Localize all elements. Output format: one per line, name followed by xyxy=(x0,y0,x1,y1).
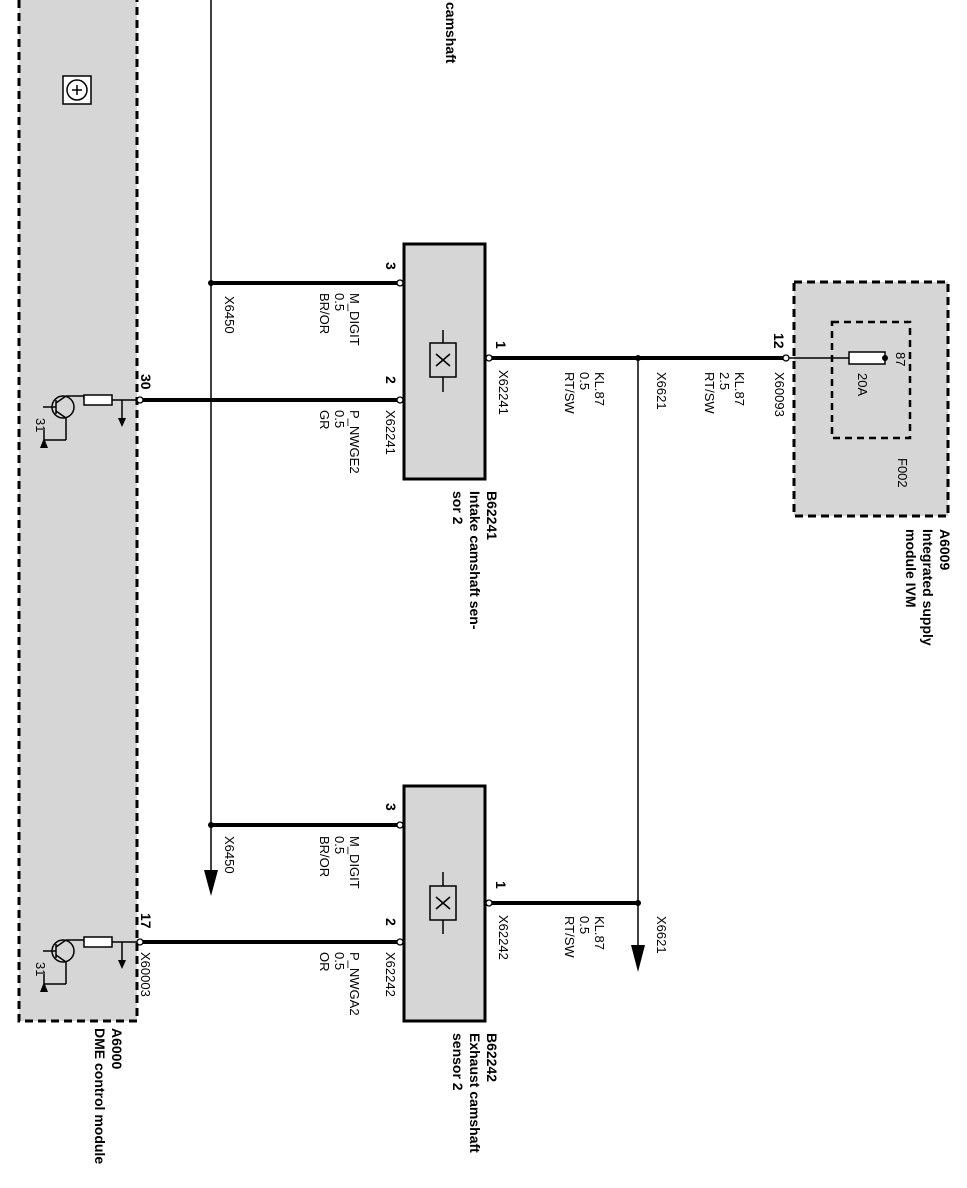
intake-connector-power: X62241 xyxy=(496,370,511,415)
sensor-symbol-icon-exhaust xyxy=(429,872,457,934)
ivm-pin-12: 12 xyxy=(771,333,787,349)
exhaust-pin3-connector xyxy=(396,821,404,829)
intake-connector-signal: X62241 xyxy=(383,410,398,455)
fuse-icon xyxy=(785,351,888,365)
ground-label-top: 31 xyxy=(33,418,48,432)
exhaust-mdigit-size: 0.5 xyxy=(332,836,347,854)
ivm-name-2: module IVM xyxy=(903,529,919,608)
exhaust-pin3: 3 xyxy=(383,803,399,811)
exhaust-pnwga2-size: 0.5 xyxy=(332,952,347,970)
exhaust-mdigit-color: BR/OR xyxy=(317,836,332,877)
intake-pnwge2-color: GR xyxy=(317,410,332,430)
intake-pnwge2-signal: P_NWGE2 xyxy=(347,410,362,474)
exhaust-pin2-connector xyxy=(396,938,404,946)
transistor-icon-bottom xyxy=(40,936,140,992)
ivm-id: A6009 xyxy=(937,529,953,570)
ground-arrow-icon xyxy=(204,870,218,896)
intake-kl87-signal: KL.87 xyxy=(592,372,607,406)
intake-sensor-id: B62241 xyxy=(484,491,500,540)
intake-mdigit-size: 0.5 xyxy=(332,293,347,311)
fuse-term: 87 xyxy=(893,352,908,366)
exhaust-mdigit-signal: M_DIGIT xyxy=(347,836,362,889)
fuse-rating: 20A xyxy=(855,373,870,396)
ivm-pin12-connector xyxy=(782,354,790,362)
dme-pin30-connector xyxy=(136,396,144,404)
sensor-symbol-icon-intake xyxy=(429,330,457,392)
dme-pin-17: 17 xyxy=(138,913,154,929)
intake-sensor-name-2: sor 2 xyxy=(450,491,466,525)
ivm-name-1: Integrated supply xyxy=(920,529,936,646)
intake-pin2-connector xyxy=(396,396,404,404)
fuse-holder-box xyxy=(830,320,912,440)
transistor-icon-top xyxy=(40,394,140,448)
intake-sensor-name-1: Intake camshaft sen- xyxy=(467,491,483,630)
exhaust-pin1: 1 xyxy=(493,881,509,889)
fuse-id: F002 xyxy=(895,458,910,488)
intake-pin2: 2 xyxy=(383,376,399,384)
top-camshaft-label: camshaft xyxy=(443,2,459,64)
intake-mdigit-signal: M_DIGIT xyxy=(347,293,362,346)
ground-splice-label-bottom: X6450 xyxy=(222,836,237,874)
exhaust-pin2: 2 xyxy=(383,918,399,926)
power-splice-label-bottom: X6621 xyxy=(654,916,669,954)
exhaust-sensor-id: B62242 xyxy=(484,1033,500,1082)
dme-id-label: A6000 xyxy=(109,1028,125,1069)
dme-pin17-connector xyxy=(136,938,144,946)
exhaust-pin1-connector xyxy=(485,899,493,907)
dme-control-module-box xyxy=(17,0,139,1023)
intake-mdigit-color: BR/OR xyxy=(317,293,332,334)
intake-pin1-connector xyxy=(485,354,493,362)
intake-pin3: 3 xyxy=(383,262,399,270)
dme-connector-label: X60003 xyxy=(138,952,153,997)
intake-pin3-connector xyxy=(396,279,404,287)
exhaust-sensor-name-1: Exhaust camshaft xyxy=(467,1033,483,1153)
exhaust-kl87-size: 0.5 xyxy=(577,916,592,934)
dme-name-label: DME control module xyxy=(92,1028,108,1164)
exhaust-sensor-name-2: sensor 2 xyxy=(450,1033,466,1091)
ivm-kl87-color: RT/SW xyxy=(702,372,717,414)
exhaust-kl87-signal: KL.87 xyxy=(592,916,607,950)
ivm-module-box xyxy=(792,280,950,518)
exhaust-connector-power: X62242 xyxy=(496,915,511,960)
power-splice-label-top: X6621 xyxy=(654,372,669,410)
intake-kl87-size: 0.5 xyxy=(577,372,592,390)
intake-pnwge2-size: 0.5 xyxy=(332,410,347,428)
intake-pin1: 1 xyxy=(493,341,509,349)
dme-pin-30: 30 xyxy=(138,374,154,390)
dme-logo-icon xyxy=(62,75,92,105)
ivm-kl87-signal: KL.87 xyxy=(732,372,747,406)
exhaust-pnwga2-signal: P_NWGA2 xyxy=(347,952,362,1016)
exhaust-pnwga2-color: OR xyxy=(317,952,332,972)
ground-splice-label-top: X6450 xyxy=(222,296,237,334)
intake-kl87-color: RT/SW xyxy=(562,372,577,414)
ground-label-bottom: 31 xyxy=(33,962,48,976)
exhaust-connector-signal: X62242 xyxy=(383,952,398,997)
ivm-kl87-size: 2.5 xyxy=(717,372,732,390)
power-arrow-icon xyxy=(631,945,645,972)
exhaust-kl87-color: RT/SW xyxy=(562,916,577,958)
ivm-connector: X60093 xyxy=(772,372,787,417)
